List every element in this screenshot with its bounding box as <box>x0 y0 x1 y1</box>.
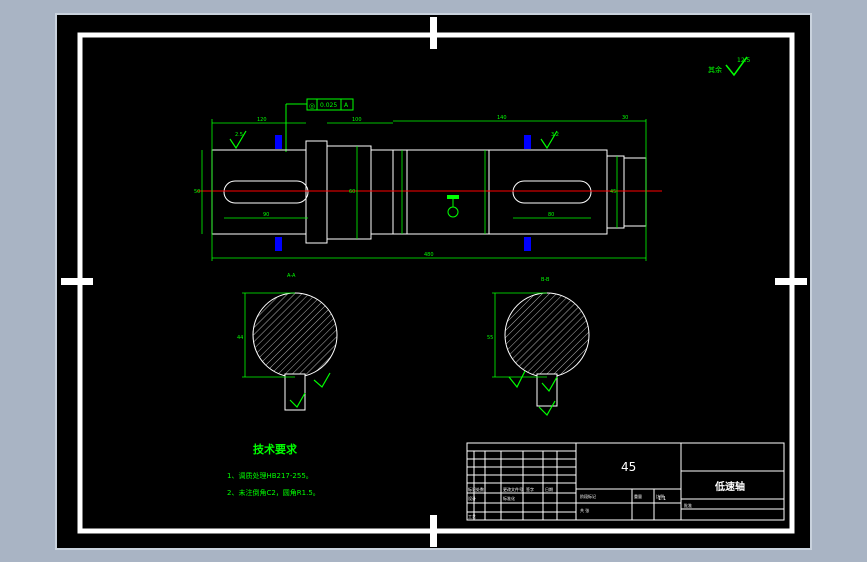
dim-len-left: 120 <box>257 117 267 123</box>
center-mark-right <box>775 278 807 285</box>
roughness-note: 其余 <box>708 65 722 74</box>
title-block-sign: 签字 <box>526 486 534 492</box>
dim-key-len-left: 90 <box>263 212 269 218</box>
dim-len-mid: 140 <box>497 115 507 121</box>
center-mark-top <box>430 17 437 49</box>
cad-viewport[interactable]: 其余 12.5 ◎ 0.025 A <box>55 13 812 550</box>
section-view-right: B-B 55 <box>487 277 590 416</box>
dim-key-len-right: 80 <box>548 212 554 218</box>
geometric-tolerance-frame: ◎ 0.025 A <box>285 98 354 152</box>
section-view-left: A-A 44 <box>237 273 338 411</box>
title-block-scale: 1:1 <box>658 496 666 502</box>
title-block-design: 设计 <box>468 495 476 501</box>
title-block-date: 日期 <box>545 486 553 492</box>
title-block-change: 更改文件号 <box>503 486 523 492</box>
center-mark-bottom <box>430 515 437 547</box>
section-markers <box>275 135 531 251</box>
tech-req-line-2: 2、未注倒角C2，圆角R1.5。 <box>227 488 320 497</box>
roughness-value: 12.5 <box>737 57 751 64</box>
roughness-right: 3.2 <box>551 132 559 138</box>
dim-len-total: 480 <box>424 252 434 258</box>
dimension-lines <box>201 119 647 261</box>
drawing-frame <box>77 32 795 534</box>
title-block-sheet: 共 张 <box>580 507 589 513</box>
section-dim-right: 55 <box>487 335 493 341</box>
title-block-weight: 重量 <box>634 493 642 499</box>
section-label-left: A-A <box>287 273 296 279</box>
dim-len-end: 30 <box>622 115 628 121</box>
dim-small-right: 45 <box>610 189 616 195</box>
title-block-ratio: 比例 <box>656 493 664 499</box>
drawing-canvas: 其余 12.5 ◎ 0.025 A <box>61 17 807 547</box>
title-block-approve: 批准 <box>684 502 692 508</box>
title-block-part-name: 低速轴 <box>714 480 745 493</box>
center-mark-left <box>61 278 93 285</box>
title-block-stage: 阶段标记 <box>580 493 596 499</box>
title-block-material: 45 <box>621 460 636 474</box>
technical-requirements: 技术要求 1、调质处理HB217-255。 2、未注倒角C2，圆角R1.5。 <box>227 442 320 497</box>
tolerance-datum: A <box>344 102 349 109</box>
title-block-standard: 标准化 <box>503 495 515 501</box>
dimension-texts: 120 100 140 30 480 90 80 50 60 45 <box>194 115 628 258</box>
tolerance-symbol: ◎ <box>309 102 315 110</box>
shaft-main-view <box>211 140 647 244</box>
section-dim-left: 44 <box>237 335 243 341</box>
title-block-process: 工艺 <box>468 514 476 519</box>
dim-len-step: 100 <box>352 117 362 123</box>
surface-roughness-symbol: 其余 12.5 <box>708 56 751 77</box>
tech-req-line-1: 1、调质处理HB217-255。 <box>227 471 313 480</box>
section-label-right: B-B <box>541 277 550 283</box>
title-block-mark: 标记 <box>468 486 476 492</box>
dim-dia-mid: 60 <box>349 189 355 195</box>
shaft-roughness-marks <box>229 130 558 150</box>
title-block-count: 处数 <box>476 486 484 492</box>
tech-req-title: 技术要求 <box>253 442 298 456</box>
datum-symbol <box>447 195 459 218</box>
title-block <box>466 442 785 521</box>
tolerance-value: 0.025 <box>320 102 337 109</box>
roughness-left: 2.5 <box>235 132 243 138</box>
dim-dia-left: 50 <box>194 189 200 195</box>
